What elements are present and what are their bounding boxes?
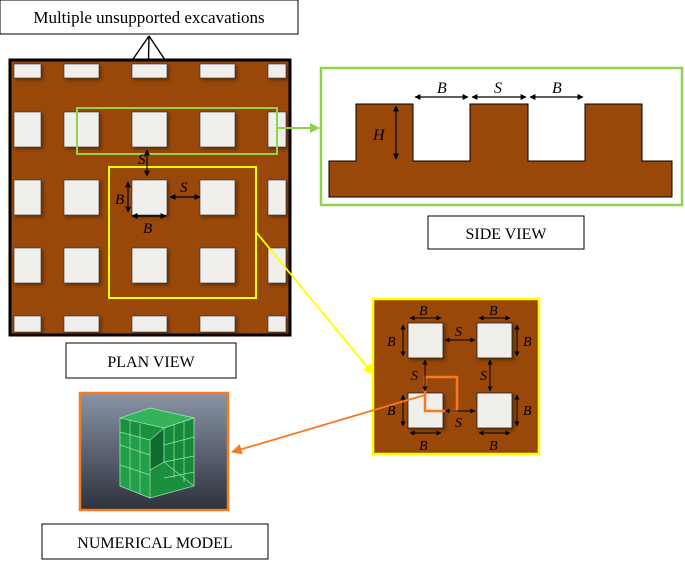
detail-dimensions [400, 315, 520, 436]
side-view: B S B H [319, 66, 684, 207]
model-mesh [118, 407, 196, 499]
plan-pit [13, 111, 42, 148]
detail-view: B B B B S S S B B B B S [371, 297, 541, 456]
plan-pit [199, 247, 236, 284]
plan-pit [199, 179, 236, 216]
model-domain-marker [423, 375, 459, 413]
plan-pits [13, 63, 287, 333]
plan-width-v-label: B [115, 192, 124, 208]
plan-pit [63, 315, 100, 333]
plan-pit [131, 315, 168, 333]
plan-pit [131, 179, 168, 216]
callout-label: Multiple unsupported excavations [0, 0, 299, 35]
side-view-profile [328, 103, 673, 198]
plan-pit [267, 315, 287, 333]
numerical-model-text: NUMERICAL MODEL [77, 535, 232, 552]
plan-pit [63, 63, 100, 79]
plan-pit [63, 179, 100, 216]
plan-spacing-h-label: S [180, 180, 188, 196]
detail-width-label-br-v: B [523, 404, 532, 419]
plan-pit [131, 111, 168, 148]
plan-view: S S B B [8, 58, 292, 337]
model-connector [230, 394, 426, 455]
detail-spacing-label-top: S [455, 325, 462, 340]
plan-width-h-label: B [143, 221, 152, 237]
plan-pit [63, 247, 100, 284]
callout-text: Multiple unsupported excavations [33, 8, 264, 27]
plan-pit [13, 179, 42, 216]
plan-pit [199, 63, 236, 79]
plan-pit [267, 247, 287, 284]
detail-width-label-tl-h: B [419, 304, 428, 319]
detail-connector [255, 231, 374, 375]
plan-dimensions [125, 149, 201, 219]
detail-width-label-bl-h: B [419, 439, 428, 454]
plan-view-label: PLAN VIEW [65, 342, 237, 379]
plan-pit [267, 179, 287, 216]
detail-width-label-tr-v: B [523, 335, 532, 350]
numerical-model-label: NUMERICAL MODEL [41, 523, 269, 560]
detail-spacing-label-bottom: S [455, 416, 462, 431]
side-view-label: SIDE VIEW [427, 215, 585, 250]
side-width-label-2: B [552, 80, 562, 97]
plan-pit [13, 247, 42, 284]
numerical-model [78, 391, 230, 512]
plan-pit [131, 63, 168, 79]
plan-pit [13, 315, 42, 333]
detail-spacing-label-right: S [480, 369, 487, 384]
plan-pit [199, 315, 236, 333]
plan-pit [131, 247, 168, 284]
side-height-label: H [372, 127, 386, 144]
plan-spacing-v-label: S [138, 152, 146, 168]
detail-width-label-br-h: B [489, 439, 498, 454]
plan-pit [199, 111, 236, 148]
detail-spacing-label-left: S [411, 369, 418, 384]
side-view-text: SIDE VIEW [465, 226, 547, 243]
plan-pit [267, 63, 287, 79]
plan-view-text: PLAN VIEW [107, 354, 195, 371]
side-width-label-1: B [437, 80, 447, 97]
side-dimensions [393, 94, 584, 160]
plan-pit [13, 63, 42, 79]
detail-width-label-tr-h: B [489, 304, 498, 319]
side-spacing-label: S [494, 80, 502, 97]
side-section-marker [76, 107, 278, 155]
detail-width-label-tl-v: B [387, 335, 396, 350]
detail-width-label-bl-v: B [387, 404, 396, 419]
plan-pit [63, 111, 100, 148]
